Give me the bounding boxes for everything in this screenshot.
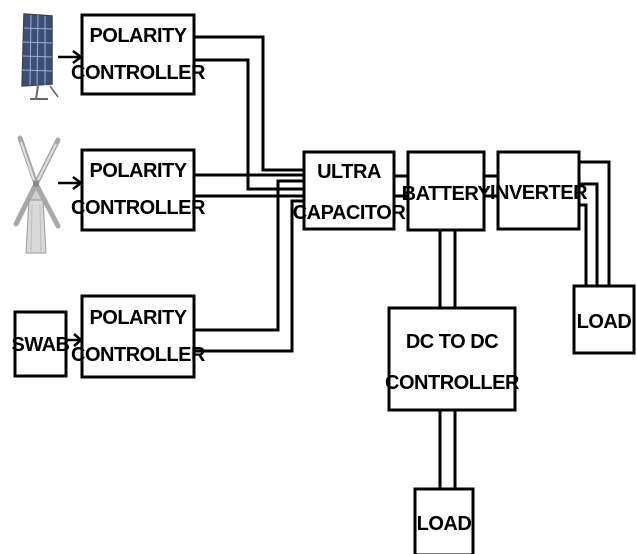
wire-battery-to-dcdc bbox=[440, 230, 455, 308]
wire-polarity-1-bus bbox=[194, 37, 304, 189]
dc-to-dc-controller-block: DC TO DC CONTROLLER bbox=[385, 308, 520, 410]
polarity-controller-1-line1: POLARITY bbox=[89, 25, 187, 47]
windmill-icon bbox=[16, 138, 58, 253]
polarity-controller-1: POLARITY CONTROLLER bbox=[71, 15, 206, 94]
polarity-controller-3: POLARITY CONTROLLER bbox=[71, 296, 206, 377]
battery-label: BATTERY bbox=[402, 183, 492, 205]
ultra-capacitor-block: ULTRA CAPACITOR bbox=[293, 152, 407, 229]
inverter-block: INVERTER bbox=[490, 152, 588, 229]
polarity-controller-2-line1: POLARITY bbox=[89, 160, 187, 182]
polarity-controller-1-line2: CONTROLLER bbox=[71, 62, 206, 84]
polarity-controller-2-line2: CONTROLLER bbox=[71, 197, 206, 219]
wire-dcdc-to-load bbox=[440, 410, 455, 489]
load-bottom-block: LOAD bbox=[415, 489, 473, 554]
ultra-capacitor-line1: ULTRA bbox=[317, 161, 381, 183]
polarity-controller-3-line2: CONTROLLER bbox=[71, 344, 206, 366]
arrow-wind-to-polarity-2 bbox=[58, 177, 81, 189]
polarity-controller-3-line1: POLARITY bbox=[89, 307, 187, 329]
ultra-capacitor-line2: CAPACITOR bbox=[293, 202, 407, 224]
load-bottom-label: LOAD bbox=[417, 513, 472, 535]
solar-panel-icon bbox=[22, 14, 58, 99]
load-right-label: LOAD bbox=[577, 311, 632, 333]
inverter-label: INVERTER bbox=[490, 182, 588, 204]
battery-block: BATTERY bbox=[402, 152, 492, 230]
wire-inverter-to-load bbox=[579, 162, 609, 286]
polarity-controller-2: POLARITY CONTROLLER bbox=[71, 150, 206, 230]
swab-block: SWAB bbox=[12, 312, 70, 376]
swab-label: SWAB bbox=[12, 334, 70, 356]
load-right-block: LOAD bbox=[574, 286, 634, 353]
wire-polarity-3-bus bbox=[194, 181, 304, 351]
dc-to-dc-line2: CONTROLLER bbox=[385, 372, 520, 394]
dc-to-dc-line1: DC TO DC bbox=[406, 331, 498, 353]
